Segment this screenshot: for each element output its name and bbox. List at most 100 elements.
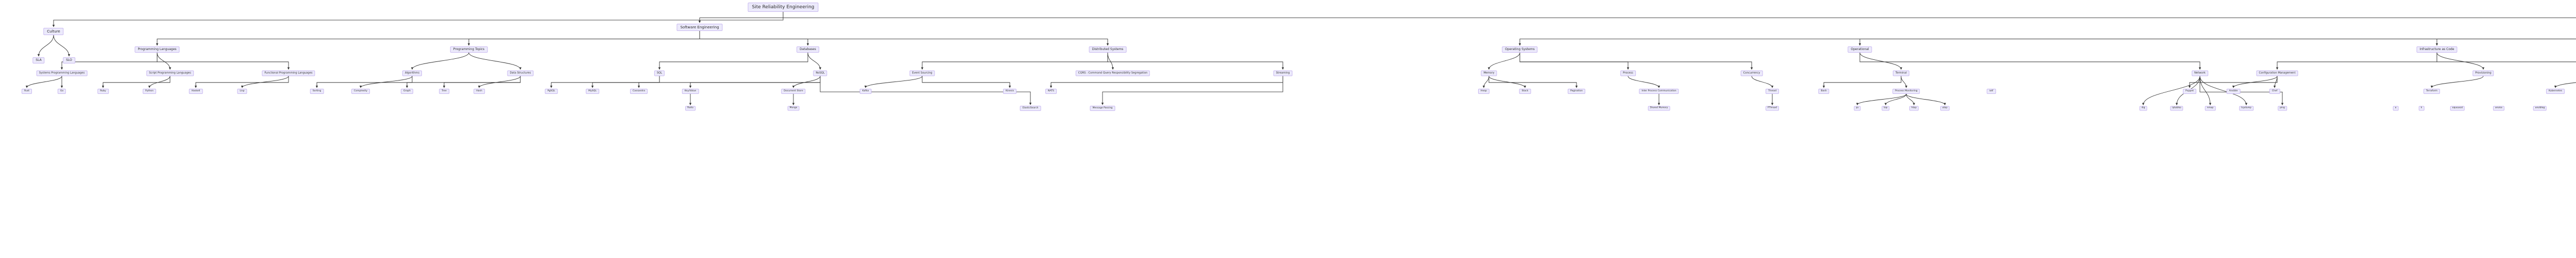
node-pgsql[interactable]: PgSQL (545, 89, 558, 94)
node-pthread[interactable]: PThread (1766, 106, 1779, 111)
node-tf_b[interactable]: k (2418, 106, 2425, 111)
node-databases[interactable]: Databases (796, 46, 819, 53)
node-tcpdump[interactable]: tcpdump (2239, 106, 2253, 111)
node-go[interactable]: Go (57, 89, 66, 94)
node-mysql[interactable]: MySQL (586, 89, 599, 94)
node-chef[interactable]: Chef (2269, 89, 2280, 94)
node-terraform[interactable]: Terraform (2423, 89, 2441, 94)
node-concurrency[interactable]: Concurrency (1740, 70, 1763, 76)
node-iptables[interactable]: iptables (2170, 106, 2183, 111)
edge-iac-to-provision (2436, 52, 2485, 70)
node-kafka[interactable]: Kafka (859, 89, 872, 94)
node-documentstore[interactable]: Document Store (781, 89, 806, 94)
node-root[interactable]: Site Reliability Engineering (748, 3, 819, 12)
node-ps[interactable]: ps (1854, 106, 1861, 111)
node-graph[interactable]: Graph (400, 89, 414, 94)
edge-proctools-to-htop (1906, 93, 1916, 105)
edge-funclang-to-lisp (241, 76, 289, 88)
node-streaming[interactable]: Streaming (1273, 70, 1293, 76)
node-sharedmem[interactable]: Shared Memory (1648, 106, 1670, 111)
node-memory[interactable]: Memory (1481, 70, 1497, 76)
edge-databases-to-nosql (807, 52, 822, 70)
node-scriptlang[interactable]: Script Programming Languages (146, 70, 194, 76)
node-proctools[interactable]: Process Monitoring (1892, 89, 1920, 94)
node-operational[interactable]: Operational (1848, 46, 1872, 53)
node-heap[interactable]: Heap (1478, 89, 1490, 94)
node-datastruct[interactable]: Data Structures (507, 70, 534, 76)
node-cassandra[interactable]: Cassandra (630, 89, 648, 94)
node-tree[interactable]: Tree (439, 89, 449, 94)
node-tf_c[interactable]: equeuest (2450, 106, 2465, 111)
node-nosql[interactable]: NoSQL (813, 70, 827, 76)
node-bash[interactable]: Bash (1818, 89, 1829, 94)
node-progtopics[interactable]: Programming Topics (450, 46, 488, 53)
node-network2[interactable]: Network (2192, 70, 2208, 76)
node-provision[interactable]: Provisioning (2472, 70, 2494, 76)
edge-proglang-to-sysprog (60, 53, 158, 70)
node-funclang[interactable]: Functional Programming Languages (262, 70, 315, 76)
edge-distsys-to-streaming (1107, 53, 1284, 70)
node-slo[interactable]: SLO (63, 57, 75, 63)
edge-swe-to-proglang (156, 31, 700, 46)
node-tf_e[interactable]: ansiblog (2533, 106, 2547, 111)
node-ansible[interactable]: Ansible (2226, 89, 2241, 94)
node-swe[interactable]: Software Engineering (676, 24, 723, 31)
node-pagination[interactable]: Pagination (1567, 89, 1586, 94)
node-haskell[interactable]: Haskell (189, 89, 203, 94)
node-redis[interactable]: Redis (685, 106, 696, 111)
node-configmgmt[interactable]: Configuration Management (2256, 70, 2298, 76)
node-process[interactable]: Process (1620, 70, 1636, 76)
edge-ops-to-opsys (1518, 38, 2576, 46)
edge-opsys-to-concurrency (1519, 53, 1753, 70)
node-tf_d[interactable]: ansios (2493, 106, 2504, 111)
node-stack[interactable]: Stack (1519, 89, 1531, 94)
node-rust[interactable]: Rust (21, 89, 32, 94)
node-elasticsearch[interactable]: ElasticSearch (1020, 106, 1041, 111)
node-sorting[interactable]: Sorting (310, 89, 324, 94)
node-dig[interactable]: dig (2139, 106, 2147, 111)
node-ruby[interactable]: Ruby (97, 89, 109, 94)
node-ipc[interactable]: Inter Process Communication (1639, 89, 1679, 94)
node-eventsrc[interactable]: Event Sourcing (909, 70, 935, 76)
node-kubernetes[interactable]: Kubernetes (2546, 89, 2565, 94)
node-distsys[interactable]: Distributed Systems (1089, 46, 1127, 53)
edge-nosql-to-keyvalue (689, 76, 821, 88)
node-iotools[interactable]: iotf (1987, 89, 1996, 94)
edge-opsys-to-memory (1487, 52, 1520, 70)
node-messagepassing[interactable]: Message Passing (1090, 106, 1115, 111)
node-nmap[interactable]: nmap (2205, 106, 2216, 111)
edge-funclang-to-haskell (194, 76, 289, 88)
node-complexity[interactable]: Complexity (351, 89, 370, 94)
node-python[interactable]: Python (143, 89, 156, 94)
node-ping[interactable]: ping (2278, 106, 2287, 111)
node-cqrs[interactable]: CQRS - Command Query Responsibility Segr… (1075, 70, 1150, 76)
node-nats[interactable]: NATS (1045, 89, 1057, 94)
edge-concurrency-to-thread (1751, 76, 1774, 88)
edge-ops-to-operational (1858, 38, 2576, 46)
node-lisp[interactable]: Lisp (237, 89, 247, 94)
node-sla[interactable]: SLA (32, 57, 45, 63)
node-mongo[interactable]: Mongo (787, 106, 800, 111)
node-culture[interactable]: Culture (43, 28, 64, 35)
node-puppet[interactable]: Puppet (2182, 89, 2197, 94)
node-top[interactable]: top (1882, 106, 1890, 111)
node-sql[interactable]: SQL (654, 70, 665, 76)
node-opsys[interactable]: Operating Systems (1502, 46, 1538, 53)
edge-streaming-to-nats (1049, 76, 1283, 88)
edge-datastruct-to-hash (478, 76, 521, 88)
node-hash[interactable]: Hash (473, 89, 485, 94)
node-iac[interactable]: Infrastructure as Code (2416, 46, 2458, 53)
node-terminal[interactable]: Terminal (1893, 70, 1909, 76)
node-kinesis[interactable]: Kinesis (1003, 89, 1017, 94)
node-keyvalue[interactable]: Key/Value (682, 89, 699, 94)
edge-datastruct-to-graph (405, 76, 521, 88)
node-proglang[interactable]: Programming Languages (134, 46, 180, 53)
node-sysprog[interactable]: Systems Programming Languages (36, 70, 88, 76)
node-thread[interactable]: Thread (1765, 89, 1780, 94)
edge-root-to-ops (783, 12, 2576, 18)
node-atop[interactable]: atop (1940, 106, 1950, 111)
node-tf_a[interactable]: a (2393, 106, 2399, 111)
node-htop[interactable]: htop (1909, 106, 1919, 111)
node-algorithms[interactable]: Algorithms (402, 70, 422, 76)
